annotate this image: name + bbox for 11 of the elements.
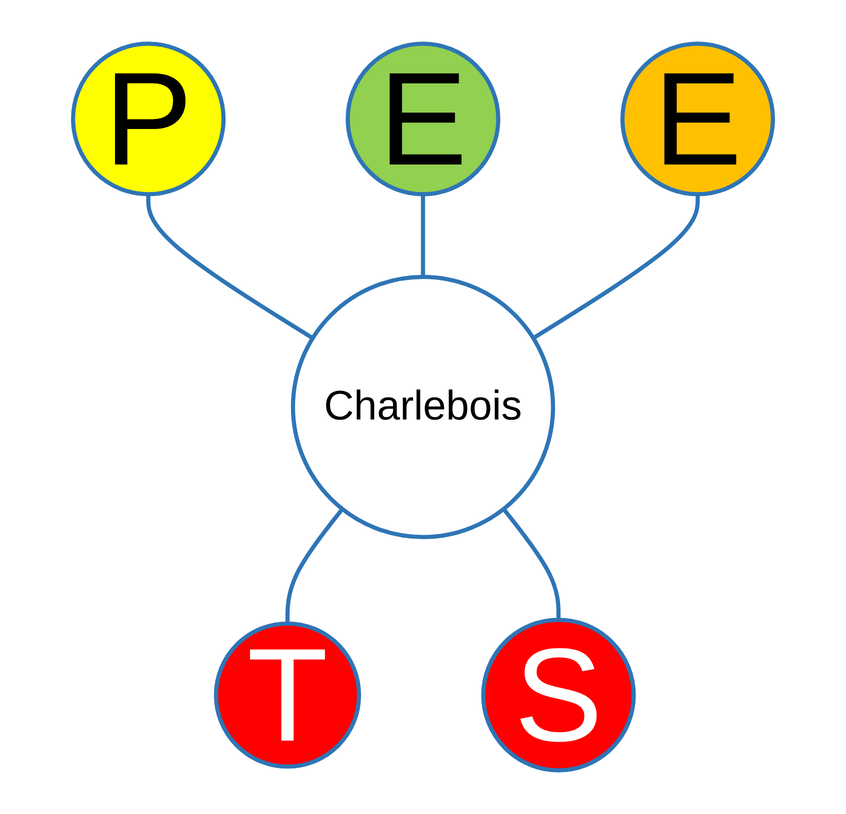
node-circle — [481, 618, 636, 772]
node-circle — [214, 621, 362, 769]
node-circle — [620, 42, 775, 196]
node-circle — [290, 274, 556, 540]
connector — [146, 194, 314, 340]
connector — [502, 508, 561, 620]
node-circle — [71, 42, 226, 196]
connector — [532, 194, 700, 340]
connector — [285, 508, 344, 624]
connector — [420, 194, 426, 277]
node-circle — [346, 42, 500, 196]
